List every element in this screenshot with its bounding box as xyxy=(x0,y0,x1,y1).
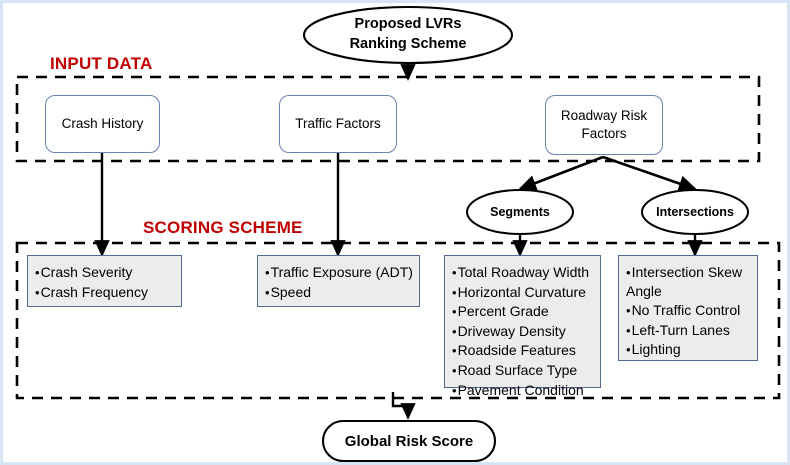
score-item: Pavement Condition xyxy=(452,381,594,400)
score-box-segments[interactable]: Total Roadway Width Horizontal Curvature… xyxy=(444,255,601,398)
score-item: Driveway Density xyxy=(452,322,594,341)
connector-roadway-to-segments xyxy=(518,155,604,191)
score-list-intersections: Intersection Skew Angle No Traffic Contr… xyxy=(626,263,751,359)
connector-roadway-to-intersections xyxy=(602,155,697,192)
input-node-roadway-line-1: Roadway Risk xyxy=(560,107,648,123)
input-node-traffic-factors[interactable]: Traffic Factors xyxy=(279,95,397,153)
score-item: Left-Turn Lanes xyxy=(626,321,751,340)
score-box-crash-history[interactable]: Crash Severity Crash Frequency xyxy=(27,255,182,307)
score-item: Intersection Skew Angle xyxy=(626,263,751,300)
segments-ellipse xyxy=(466,189,574,235)
score-item: Road Surface Type xyxy=(452,361,594,380)
scoring-scheme-frame xyxy=(15,241,781,400)
score-box-intersections[interactable]: Intersection Skew Angle No Traffic Contr… xyxy=(618,255,758,361)
score-item: Roadside Features xyxy=(452,341,594,360)
diagram-connectors-layer xyxy=(15,5,781,462)
score-list-crash-history: Crash Severity Crash Frequency xyxy=(35,263,175,301)
score-box-traffic-factors[interactable]: Traffic Exposure (ADT) Speed xyxy=(257,255,420,307)
input-node-roadway-risk-factors[interactable]: Roadway Risk Factors xyxy=(545,95,663,155)
input-node-crash-history[interactable]: Crash History xyxy=(45,95,160,153)
scoring-scheme-frame-label: SCORING SCHEME xyxy=(143,218,303,237)
global-risk-score-shape xyxy=(321,419,497,462)
score-list-segments: Total Roadway Width Horizontal Curvature… xyxy=(452,263,594,399)
score-item: Crash Severity xyxy=(35,263,175,282)
connector-scoring-to-global-risk xyxy=(391,392,416,420)
score-item: Percent Grade xyxy=(452,302,594,321)
input-data-frame-label: INPUT DATA xyxy=(50,54,153,73)
input-node-roadway-line-2: Factors xyxy=(581,126,627,141)
input-node-crash-history-label: Crash History xyxy=(61,115,144,131)
intersections-ellipse xyxy=(641,189,749,235)
score-item: Lighting xyxy=(626,340,751,359)
score-item: Horizontal Curvature xyxy=(452,283,594,302)
score-item: Crash Frequency xyxy=(35,283,175,302)
score-list-traffic-factors: Traffic Exposure (ADT) Speed xyxy=(265,263,413,301)
score-item: Total Roadway Width xyxy=(452,263,594,282)
proposed-ranking-scheme-ellipse xyxy=(302,5,514,65)
score-item: No Traffic Control xyxy=(626,301,751,320)
input-node-traffic-factors-label: Traffic Factors xyxy=(295,115,381,131)
score-item: Traffic Exposure (ADT) xyxy=(265,263,413,282)
input-data-frame xyxy=(15,75,761,163)
score-item: Speed xyxy=(265,283,413,302)
